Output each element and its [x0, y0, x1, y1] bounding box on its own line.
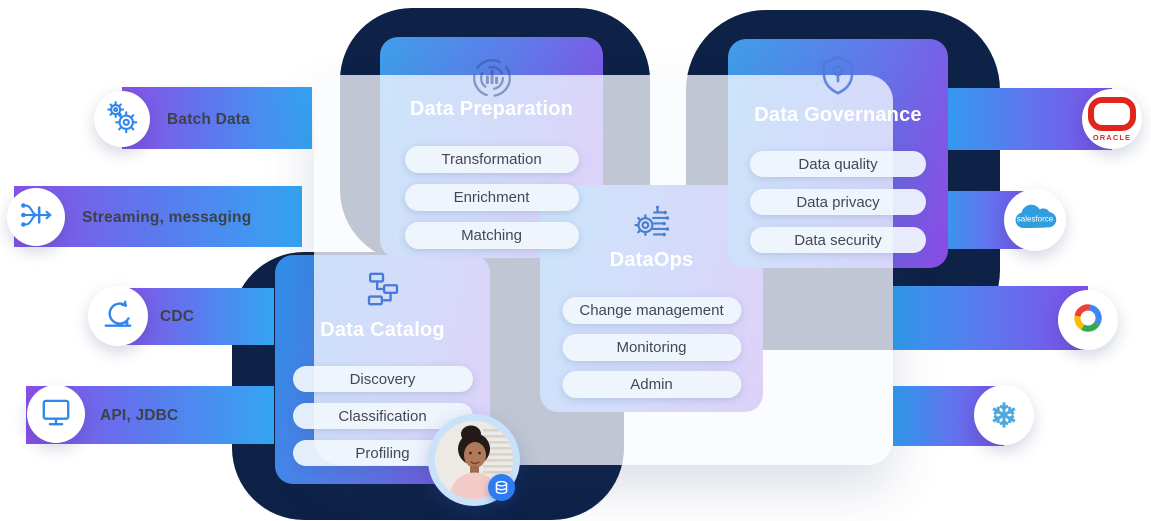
api-jdbc-node [27, 385, 85, 443]
google-cloud-bar [893, 286, 1088, 350]
pill-monitoring: Monitoring [562, 334, 741, 361]
monitor-icon [36, 392, 76, 437]
oracle-node: ORACLE [1082, 89, 1142, 149]
branch-icon [17, 196, 55, 239]
salesforce-node: salesforce [1004, 189, 1066, 251]
oracle-logo-text: ORACLE [1092, 132, 1132, 142]
snowflake-node: ❄ [974, 385, 1034, 445]
streaming-label: Streaming, messaging [82, 209, 252, 226]
cdc-label: CDC [160, 308, 195, 325]
gear-circuit-icon [630, 202, 674, 251]
flowchart-icon [362, 268, 404, 315]
card-title: Data Preparation [409, 98, 574, 120]
card-data-governance: Data Governance Data quality Data privac… [728, 39, 948, 268]
pill-data-privacy: Data privacy [750, 189, 926, 215]
batch-data-bar [122, 87, 312, 149]
card-data-catalog: Data Catalog Discovery Classification Pr… [275, 255, 490, 484]
center-panel [314, 75, 893, 465]
card-dataops: DataOps Change management Monitoring Adm… [540, 185, 763, 412]
avatar-photo [435, 421, 513, 499]
loop-icon [98, 294, 138, 339]
card-data-preparation: Data Preparation Transformation Enrichme… [380, 37, 603, 258]
gears-icon [103, 98, 141, 141]
pill-discovery: Discovery [292, 366, 473, 392]
pill-stack: Data quality Data privacy Data security [750, 151, 926, 253]
pill-data-security: Data security [750, 227, 926, 253]
card-title: DataOps [609, 249, 694, 271]
batch-data-node [94, 91, 150, 147]
google-cloud-logo-icon [1065, 298, 1111, 343]
oracle-logo-icon [1088, 96, 1136, 131]
pill-admin: Admin [562, 371, 741, 398]
shield-icon [816, 53, 860, 102]
database-badge-icon [488, 474, 515, 501]
card-title: Data Catalog [320, 319, 445, 341]
gauge-icon [469, 55, 515, 106]
pill-enrichment: Enrichment [404, 184, 579, 211]
salesforce-logo-icon: salesforce [1010, 200, 1060, 241]
snowflake-logo-icon: ❄ [990, 396, 1018, 434]
pill-stack: Discovery Classification Profiling [292, 366, 473, 466]
google-cloud-node [1058, 290, 1118, 350]
pill-stack: Change management Monitoring Admin [562, 297, 741, 398]
card-title: Data Governance [754, 104, 922, 126]
pill-stack: Transformation Enrichment Matching [404, 146, 579, 249]
pill-change-management: Change management [562, 297, 741, 324]
pill-transformation: Transformation [404, 146, 579, 173]
svg-text:salesforce: salesforce [1017, 214, 1054, 223]
streaming-node [7, 188, 65, 246]
pill-data-quality: Data quality [750, 151, 926, 177]
pill-matching: Matching [404, 222, 579, 249]
cdc-node [88, 286, 148, 346]
api-jdbc-label: API, JDBC [100, 407, 179, 424]
batch-data-label: Batch Data [167, 111, 250, 128]
